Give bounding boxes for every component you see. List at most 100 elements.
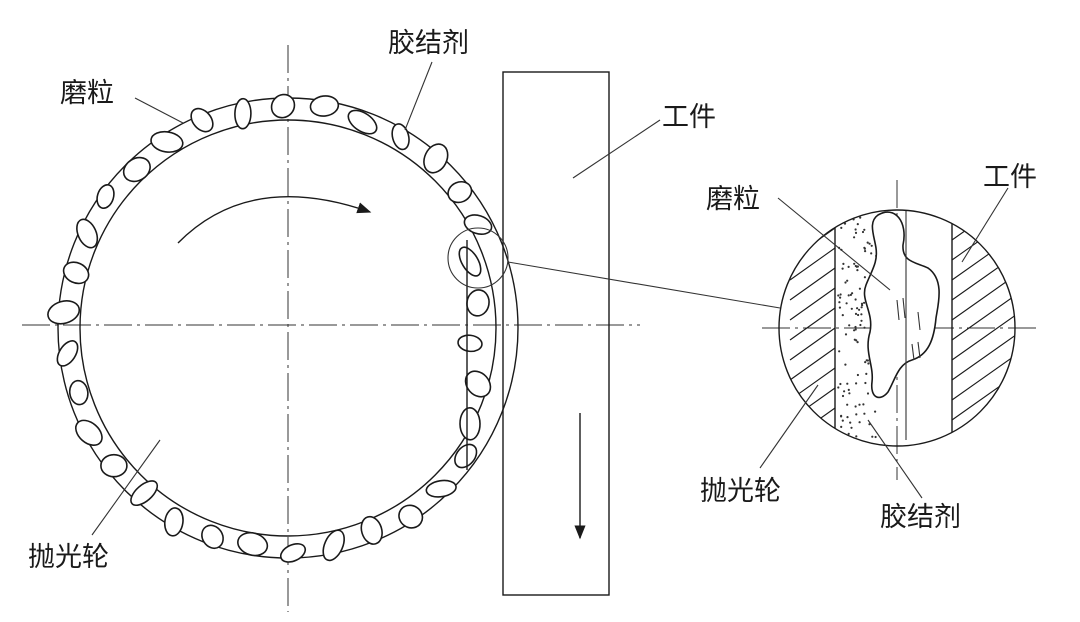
binder-dot — [863, 246, 866, 249]
label-workpiece: 工件 — [662, 102, 716, 133]
binder-dot — [856, 269, 859, 272]
binder-dot — [853, 236, 856, 239]
binder-dot — [844, 281, 847, 284]
abrasive-grain — [458, 246, 482, 277]
binder-dot — [841, 267, 844, 270]
rotation-arrow — [177, 196, 372, 244]
abrasive-grain — [62, 261, 90, 285]
abrasive-grain — [237, 531, 269, 557]
hatch-line — [789, 427, 836, 446]
leader-grain — [134, 97, 184, 124]
abrasive-grain — [463, 214, 493, 235]
hatch-line — [951, 271, 1015, 321]
detail-label-abrasive-grain: 磨粒 — [706, 184, 760, 215]
hatch-line — [789, 347, 836, 381]
binder-dot — [868, 242, 871, 245]
abrasive-grain — [360, 515, 383, 545]
binder-dot — [846, 279, 849, 282]
binder-dot — [856, 307, 859, 310]
leader-detail-wheel — [759, 384, 819, 469]
binder-dot — [858, 287, 862, 290]
detail-label-workpiece: 工件 — [983, 162, 1037, 193]
abrasive-grain — [190, 107, 214, 133]
label-binder: 胶结剂 — [388, 28, 469, 59]
workpiece — [502, 71, 610, 596]
abrasive-grain — [391, 123, 410, 151]
polishing-wheel — [47, 93, 519, 563]
hatch-line — [790, 148, 835, 180]
binder-dot — [854, 405, 857, 408]
hatch-line — [789, 287, 836, 321]
abrasive-grain — [423, 143, 449, 174]
hatch-line — [789, 210, 836, 221]
binder-dot — [838, 301, 841, 304]
binder-dot — [863, 412, 866, 415]
binder-dot — [853, 262, 856, 265]
binder-dot — [851, 292, 854, 295]
hatch-line — [951, 351, 1015, 401]
binder-dot — [839, 296, 842, 299]
wheel-body-edge — [79, 119, 497, 537]
binder-dot — [865, 359, 868, 362]
hatch-line — [951, 411, 1015, 446]
abrasive-grain — [47, 300, 81, 325]
hatch-line — [789, 327, 836, 361]
detail-wheel-hatching — [789, 148, 836, 446]
binder-dot — [857, 313, 860, 317]
binder-dot — [847, 432, 850, 435]
binder-dot — [865, 372, 868, 375]
binder-dot — [855, 435, 858, 438]
leader-detail-binder — [867, 419, 923, 499]
detail-grain-shading — [896, 297, 921, 361]
binder-dot — [847, 265, 850, 268]
detail-circle — [778, 209, 1016, 447]
binder-dot — [866, 392, 870, 395]
binder-dot — [843, 211, 846, 214]
binder-dot — [870, 252, 873, 255]
binder-dot — [855, 265, 858, 268]
detail-label-binder: 胶结剂 — [880, 502, 961, 533]
binder-dot — [849, 293, 853, 296]
binder-dot — [846, 403, 849, 406]
hatch-line — [951, 291, 1015, 341]
binder-dot — [866, 241, 869, 244]
detail-label-polishing-wheel: 抛光轮 — [700, 476, 781, 507]
binder-dot — [864, 250, 867, 253]
magnify-connector — [507, 261, 781, 309]
leader-workpiece — [572, 119, 661, 179]
binder-dot — [838, 306, 842, 309]
binder-dot — [874, 435, 877, 439]
abrasive-grain — [347, 109, 378, 135]
binder-dot — [860, 319, 863, 322]
binder-dot — [855, 339, 858, 342]
binder-dot — [858, 308, 861, 311]
binder-dot — [849, 215, 852, 219]
binder-dot — [845, 302, 848, 305]
hatch-line — [951, 431, 1015, 446]
binder-dot — [856, 373, 860, 377]
binder-dot — [841, 419, 844, 422]
binder-dot — [841, 394, 845, 398]
binder-dot — [870, 244, 873, 247]
abrasive-grain — [163, 507, 184, 537]
binder-dot — [854, 312, 858, 315]
binder-dot — [854, 325, 857, 329]
binder-dot — [840, 215, 843, 218]
binder-dot — [840, 226, 843, 229]
magnify-source-circle — [447, 227, 509, 289]
binder-dot — [854, 231, 858, 234]
abrasive-grain — [270, 93, 296, 119]
hatch-line — [951, 210, 1015, 241]
hatch-line — [789, 267, 836, 301]
binder-dot — [840, 425, 843, 428]
binder-dot — [842, 262, 845, 265]
binder-dot — [863, 228, 866, 231]
hatch-line — [951, 371, 1015, 421]
binder-dot — [844, 333, 848, 336]
abrasive-grain — [75, 419, 103, 447]
hatch-line — [951, 231, 1015, 281]
abrasive-grain — [56, 340, 79, 367]
abrasive-grain — [100, 453, 128, 478]
hatch-line — [789, 307, 836, 341]
